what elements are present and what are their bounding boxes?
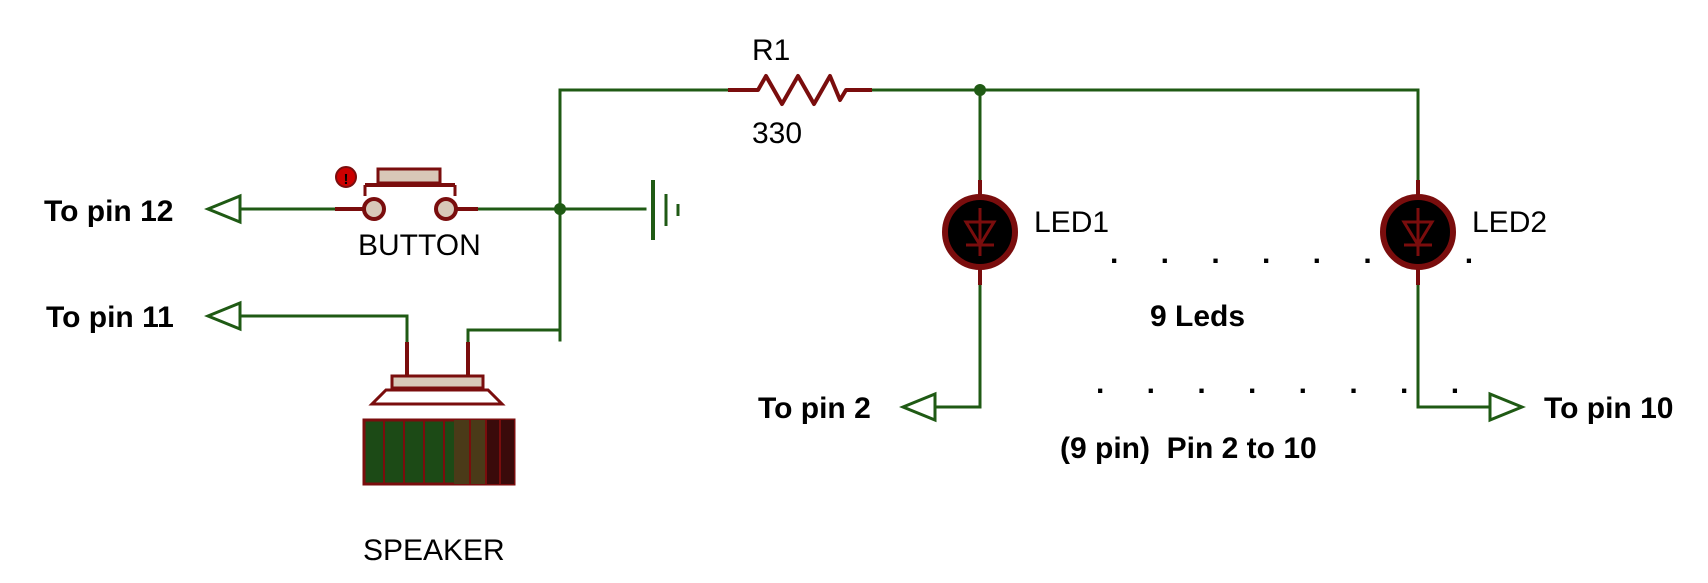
dots-bottom: . . . . . . . . xyxy=(1096,367,1476,400)
wire-speaker-to-node xyxy=(466,328,562,374)
resistor-r1-name: R1 xyxy=(752,34,790,67)
junction-dot-top xyxy=(974,84,986,96)
terminal-pin10-arrow xyxy=(1488,391,1526,423)
label-to-pin-11: To pin 11 xyxy=(46,301,174,334)
ground-symbol xyxy=(651,180,680,240)
terminal-pin2-arrow xyxy=(899,391,937,423)
wire-top-right xyxy=(870,88,1420,182)
label-to-pin-10: To pin 10 xyxy=(1544,392,1673,425)
wire-top-left xyxy=(558,88,730,342)
resistor-r1 xyxy=(728,74,872,106)
leds-count-label: 9 Leds xyxy=(1150,300,1245,333)
label-to-pin-12: To pin 12 xyxy=(44,195,173,228)
dots-top: . . . . . . . . xyxy=(1110,237,1490,270)
push-button: ! xyxy=(335,166,478,221)
wires xyxy=(238,88,1492,409)
led2-label: LED2 xyxy=(1472,206,1547,239)
resistor-r1-value: 330 xyxy=(752,117,802,150)
wire-led1-to-pin2 xyxy=(933,283,982,409)
junction-dot-left xyxy=(554,203,566,215)
speaker-label: SPEAKER xyxy=(363,534,505,567)
wire-pin11-to-speaker xyxy=(238,314,409,374)
button-label: BUTTON xyxy=(358,229,481,262)
label-to-pin-2: To pin 2 xyxy=(758,392,871,425)
terminal-pin11-arrow xyxy=(204,300,242,332)
terminal-pin12-arrow xyxy=(204,193,242,225)
svg-text:!: ! xyxy=(344,171,349,188)
speaker xyxy=(362,342,516,486)
led2 xyxy=(1380,180,1456,285)
led1 xyxy=(942,180,1018,285)
wire-led2-to-pin10 xyxy=(1416,283,1492,409)
pin-range-label: (9 pin) Pin 2 to 10 xyxy=(1060,432,1317,465)
led1-label: LED1 xyxy=(1034,206,1109,239)
